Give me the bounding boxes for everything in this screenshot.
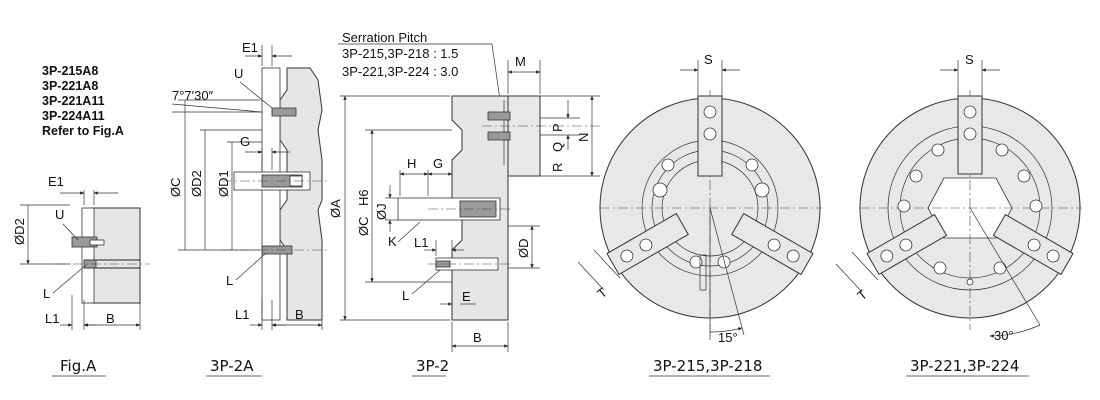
fig-a-bolt-head [89,239,105,246]
fig-a-d2-label: ØD2 [12,218,27,245]
front-2-angle-label: 30° [994,328,1014,343]
view-3p-2-jaw [507,95,541,177]
view-3p-2a-l1-label: L1 [235,307,249,322]
view-3p-2a-d2-label: ØD2 [189,170,204,197]
front-view-3p-221-224: S T 30° 3P-221,3P-224 [835,52,1082,377]
serration-pitch-title: Serration Pitch [342,30,427,45]
fig-a-l-label: L [43,286,50,301]
view-3p-2-k-label: K [388,234,397,249]
view-3p-2a-b-label: B [295,307,304,322]
view-3p-2: Serration Pitch 3P-215,3P-218 : 1.5 3P-2… [328,30,600,377]
fig-a-model-3: 3P-221A11 [42,94,105,108]
view-3p-2-p-label: P [550,123,565,132]
front-1-jaw-right [731,212,814,276]
view-3p-2a: E1 U 7°7′30″ ØC ØD2 ØD1 G L L1 B 3P-2A [168,40,330,377]
front-view-3p-215-218: S T 15° 3P-215,3P-218 [577,52,822,377]
view-3p-2-caption: 3P-2 [416,357,449,375]
view-3p-2a-l-label: L [226,273,233,288]
view-3p-2-a-label: ØA [328,199,343,218]
front-2-jaw-right [992,213,1074,276]
view-3p-2-e-label: E [462,289,471,304]
fig-a-model-4: 3P-224A11 [42,109,105,123]
view-3p-2a-c-label: ØC [168,178,183,198]
view-3p-2-n-label: N [576,133,591,142]
fig-a-l1-label: L1 [45,311,59,326]
fig-a-b-label: B [106,311,115,326]
view-3p-2-m-label: M [515,54,526,69]
front-1-caption: 3P-215,3P-218 [653,357,762,375]
view-3p-2-g-label: G [433,156,443,171]
fig-a-u-label: U [55,207,64,222]
view-3p-2a-back-plate [261,67,281,321]
fig-a-plate [81,207,95,304]
view-3p-2-r-label: R [550,163,565,172]
view-3p-2a-u-label: U [234,66,243,81]
view-3p-2-l1-label: L1 [414,235,428,250]
fig-a-view: 3P-215A8 3P-221A8 3P-221A11 3P-224A11 Re… [12,64,150,377]
view-3p-2a-d1-label: ØD1 [216,170,231,197]
fig-a-caption: Fig.A [60,357,97,375]
fig-a-model-2: 3P-221A8 [42,79,98,93]
view-3p-2a-bolt-top [271,107,297,117]
front-2-jaw-left [866,213,948,276]
view-3p-2a-angle-label: 7°7′30″ [172,88,214,103]
view-3p-2a-g-label: G [240,134,250,149]
serration-pitch-line-2: 3P-221,3P-224 : 3.0 [342,64,458,79]
front-2-caption: 3P-221,3P-224 [910,357,1019,375]
fig-a-model-1: 3P-215A8 [42,64,98,78]
front-2-s-label: S [965,52,974,67]
view-3p-2-b-label: B [473,330,482,345]
front-1-jaw-left [606,212,689,276]
view-3p-2-h6-label: H6 [356,189,371,206]
view-3p-2a-caption: 3P-2A [210,357,254,375]
fig-a-e1-label: E1 [48,174,64,189]
front-1-angle-label: 15° [718,330,738,345]
front-1-s-label: S [704,52,713,67]
front-2-t-label: T [854,287,870,304]
fig-a-chuck-body [91,207,141,304]
front-1-t-label: T [594,285,610,302]
view-3p-2-c-label: ØC [356,217,371,237]
serration-pitch-line-1: 3P-215,3P-218 : 1.5 [342,46,458,61]
view-3p-2-j-label: ØJ [374,203,389,220]
view-3p-2a-e1-label: E1 [242,40,258,55]
view-3p-2-d-label: ØD [516,239,531,259]
view-3p-2-q-label: Q [550,142,565,152]
fig-a-refer-note: Refer to Fig.A [42,124,124,138]
view-3p-2-l-label: L [402,288,409,303]
view-3p-2a-chuck-body [279,67,323,321]
view-3p-2-h-label: H [407,156,416,171]
